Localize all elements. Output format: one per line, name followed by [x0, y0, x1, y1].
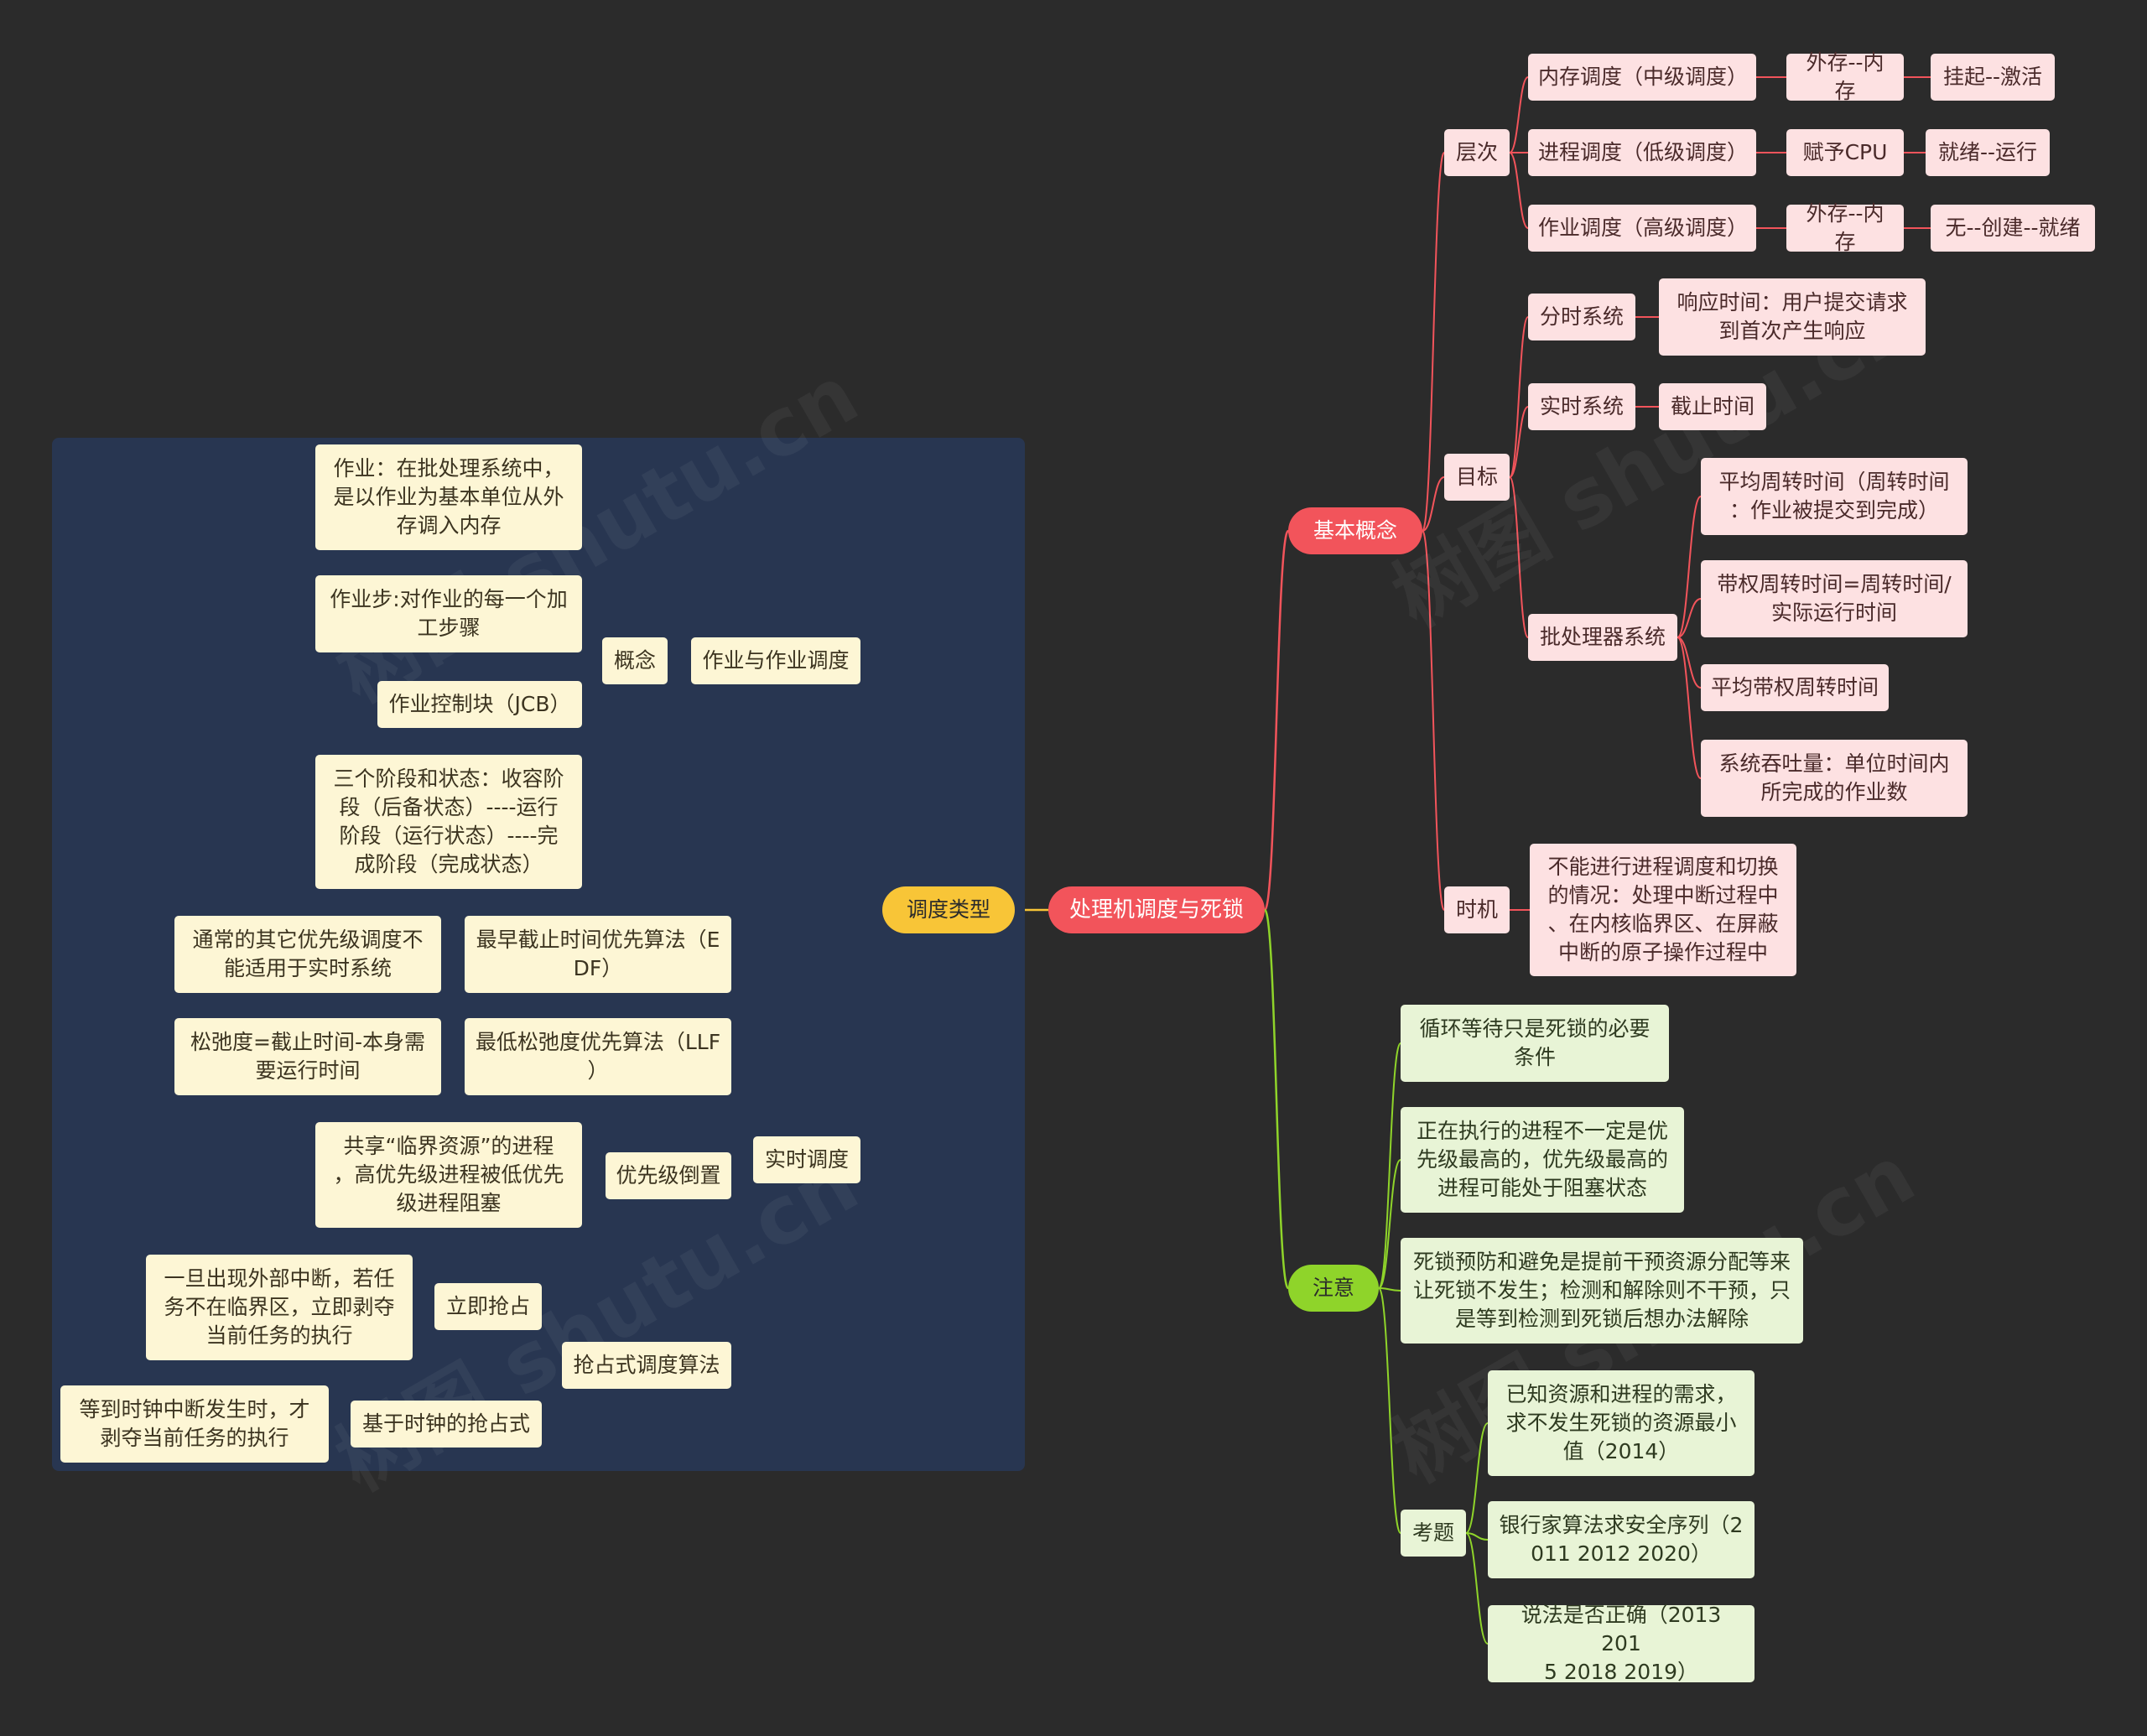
batch-avg-weighted-turnaround[interactable]: 平均带权周转时间	[1701, 664, 1889, 711]
timing-detail[interactable]: 不能进行进程调度和切换 的情况：处理中断过程中 、在内核临界区、在屏蔽 中断的原…	[1530, 844, 1796, 976]
job-concept[interactable]: 概念	[602, 637, 668, 684]
algo-edf-detail[interactable]: 通常的其它优先级调度不 能适用于实时系统	[174, 916, 441, 993]
batch-weighted-turnaround[interactable]: 带权周转时间=周转时间/ 实际运行时间	[1701, 560, 1968, 637]
priority-inversion-detail[interactable]: 共享“临界资源”的进程 ，高优先级进程被低优先 级进程阻塞	[315, 1122, 582, 1228]
batch-throughput[interactable]: 系统吞吐量：单位时间内 所完成的作业数	[1701, 740, 1968, 817]
topic-exam[interactable]: 考题	[1401, 1510, 1466, 1557]
connector	[1465, 1422, 1489, 1534]
realtime-scheduling[interactable]: 实时调度	[753, 1136, 860, 1183]
topic-goals[interactable]: 目标	[1444, 454, 1510, 501]
goal-realtime-detail[interactable]: 截止时间	[1659, 383, 1766, 430]
connector	[1509, 316, 1529, 478]
immediate-preemption-detail[interactable]: 一旦出现外部中断，若任 务不在临界区，立即剥夺 当前任务的执行	[146, 1255, 413, 1360]
exam-true-false[interactable]: 说法是否正确（2013 201 5 2018 2019）	[1488, 1603, 1755, 1684]
topic-levels[interactable]: 层次	[1444, 129, 1510, 176]
level-medium-term-state[interactable]: 挂起--激活	[1931, 54, 2055, 101]
level-long-term-move[interactable]: 外存--内存	[1786, 201, 1904, 254]
level-short-term-state[interactable]: 就绪--运行	[1926, 129, 2050, 176]
goal-timesharing-detail[interactable]: 响应时间：用户提交请求 到首次产生响应	[1659, 278, 1926, 356]
connector	[1509, 476, 1529, 638]
topic-timing[interactable]: 时机	[1444, 886, 1510, 933]
connector	[1465, 1532, 1489, 1645]
connector	[1422, 476, 1445, 532]
level-short-term[interactable]: 进程调度（低级调度）	[1528, 129, 1756, 176]
note-prevention-detection[interactable]: 死锁预防和避免是提前干预资源分配等来 让死锁不发生；检测和解除则不干预，只 是等…	[1401, 1238, 1803, 1344]
connector	[1677, 598, 1702, 638]
exam-min-resources[interactable]: 已知资源和进程的需求， 求不发生死锁的资源最小 值（2014）	[1488, 1370, 1755, 1476]
connector	[1378, 1287, 1401, 1534]
topic-basic-concepts[interactable]: 基本概念	[1288, 507, 1422, 554]
connector	[1509, 406, 1529, 478]
goal-batch[interactable]: 批处理器系统	[1528, 614, 1677, 661]
level-medium-term[interactable]: 内存调度（中级调度）	[1528, 54, 1756, 101]
batch-avg-turnaround[interactable]: 平均周转时间（周转时间 ：作业被提交到完成）	[1701, 458, 1968, 535]
concept-three-stages[interactable]: 三个阶段和状态：收容阶 段（后备状态）----运行 阶段（运行状态）----完 …	[315, 755, 582, 889]
concept-job-step[interactable]: 作业步:对作业的每一个加 工步骤	[315, 575, 582, 652]
connector	[1465, 1532, 1489, 1541]
note-circular-wait[interactable]: 循环等待只是死锁的必要 条件	[1401, 1005, 1669, 1082]
connector	[1378, 1159, 1401, 1289]
algo-edf[interactable]: 最早截止时间优先算法（E DF）	[465, 916, 731, 993]
job-scheduling[interactable]: 作业与作业调度	[691, 637, 860, 684]
connector	[1509, 76, 1529, 153]
connector	[1422, 530, 1445, 911]
note-priority[interactable]: 正在执行的进程不一定是优 先级最高的，优先级最高的 进程可能处于阻塞状态	[1401, 1107, 1684, 1213]
concept-job[interactable]: 作业：在批处理系统中， 是以作业为基本单位从外 存调入内存	[315, 444, 582, 550]
priority-inversion[interactable]: 优先级倒置	[606, 1152, 731, 1199]
level-long-term[interactable]: 作业调度（高级调度）	[1528, 205, 1756, 252]
connector	[1677, 637, 1702, 689]
goal-timesharing[interactable]: 分时系统	[1528, 294, 1635, 340]
connector	[1378, 1042, 1401, 1289]
concept-jcb[interactable]: 作业控制块（JCB）	[377, 681, 582, 728]
topic-scheduling-types[interactable]: 调度类型	[882, 886, 1015, 933]
connector	[1677, 637, 1702, 779]
connector	[1509, 152, 1529, 229]
level-long-term-state[interactable]: 无--创建--就绪	[1931, 205, 2095, 252]
algo-llf-detail[interactable]: 松弛度=截止时间-本身需 要运行时间	[174, 1018, 441, 1095]
topic-notes[interactable]: 注意	[1288, 1265, 1379, 1312]
connector	[1263, 529, 1290, 912]
immediate-preemption[interactable]: 立即抢占	[434, 1283, 542, 1330]
level-medium-term-move[interactable]: 外存--内存	[1786, 50, 1904, 103]
connector	[1422, 152, 1445, 532]
algo-llf[interactable]: 最低松弛度优先算法（LLF ）	[465, 1018, 731, 1095]
level-short-term-cpu[interactable]: 赋予CPU	[1786, 129, 1904, 176]
connector	[1263, 908, 1290, 1290]
connector	[1378, 1287, 1401, 1292]
root-topic[interactable]: 处理机调度与死锁	[1048, 886, 1265, 933]
connector	[1677, 496, 1702, 638]
clock-preemption[interactable]: 基于时钟的抢占式	[351, 1401, 542, 1448]
preemptive-scheduling[interactable]: 抢占式调度算法	[562, 1342, 731, 1389]
exam-bankers[interactable]: 银行家算法求安全序列（2 011 2012 2020）	[1488, 1501, 1755, 1578]
clock-preemption-detail[interactable]: 等到时钟中断发生时，才 剥夺当前任务的执行	[60, 1385, 329, 1463]
goal-realtime[interactable]: 实时系统	[1528, 383, 1635, 430]
